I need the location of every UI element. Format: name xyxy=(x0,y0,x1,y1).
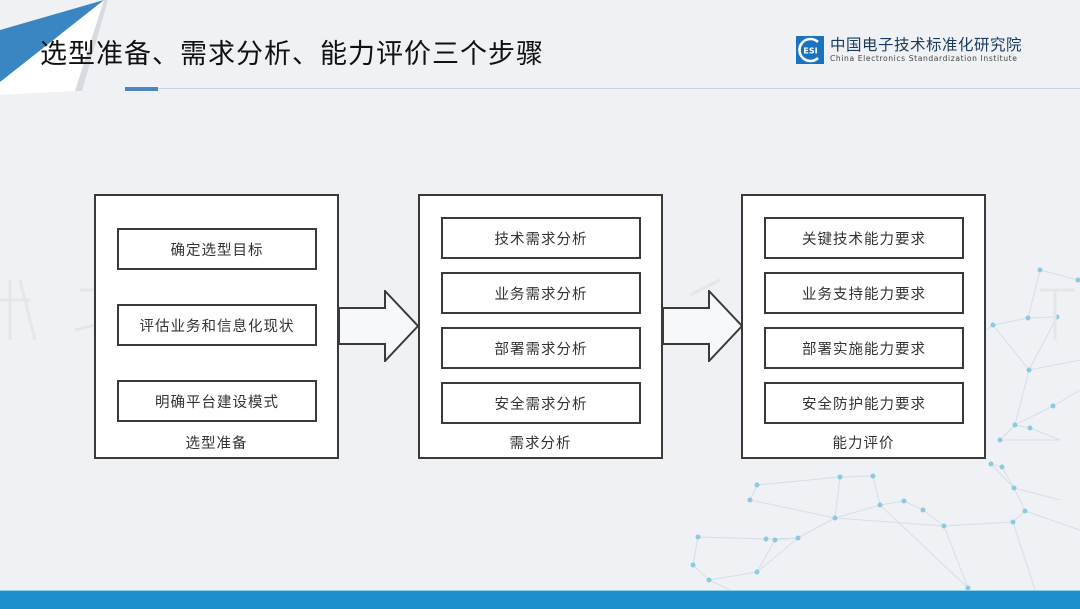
footer-bar xyxy=(0,590,1080,609)
institute-logo: ESI 中国电子技术标准化研究院 China Electronics Stand… xyxy=(796,36,1022,64)
stage-selection-prep: 确定选型目标 评估业务和信息化现状 明确平台建设模式 选型准备 xyxy=(94,194,339,459)
step-item: 确定选型目标 xyxy=(117,228,317,270)
logo-name-cn: 中国电子技术标准化研究院 xyxy=(830,37,1022,54)
step-item: 安全防护能力要求 xyxy=(764,382,964,424)
step-item: 评估业务和信息化现状 xyxy=(117,304,317,346)
step-item: 关键技术能力要求 xyxy=(764,217,964,259)
logo-name-en: China Electronics Standardization Instit… xyxy=(830,54,1022,64)
step-item: 安全需求分析 xyxy=(441,382,641,424)
stage-label: 能力评价 xyxy=(743,432,984,453)
page-title: 选型准备、需求分析、能力评价三个步骤 xyxy=(40,32,544,71)
step-item: 技术需求分析 xyxy=(441,217,641,259)
flow-arrow-icon xyxy=(339,290,419,362)
stage-requirements-analysis: 技术需求分析 业务需求分析 部署需求分析 安全需求分析 需求分析 xyxy=(418,194,663,459)
flow-arrow-icon xyxy=(663,290,743,362)
stage-label: 选型准备 xyxy=(96,432,337,453)
esi-logo-icon: ESI xyxy=(796,36,824,64)
step-item: 部署需求分析 xyxy=(441,327,641,369)
title-divider xyxy=(125,88,1080,89)
logo-mark-text: ESI xyxy=(803,47,817,56)
step-item: 部署实施能力要求 xyxy=(764,327,964,369)
step-item: 业务支持能力要求 xyxy=(764,272,964,314)
step-item: 业务需求分析 xyxy=(441,272,641,314)
stage-label: 需求分析 xyxy=(420,432,661,453)
step-item: 明确平台建设模式 xyxy=(117,380,317,422)
title-divider-accent xyxy=(125,87,158,91)
stage-capability-evaluation: 关键技术能力要求 业务支持能力要求 部署实施能力要求 安全防护能力要求 能力评价 xyxy=(741,194,986,459)
